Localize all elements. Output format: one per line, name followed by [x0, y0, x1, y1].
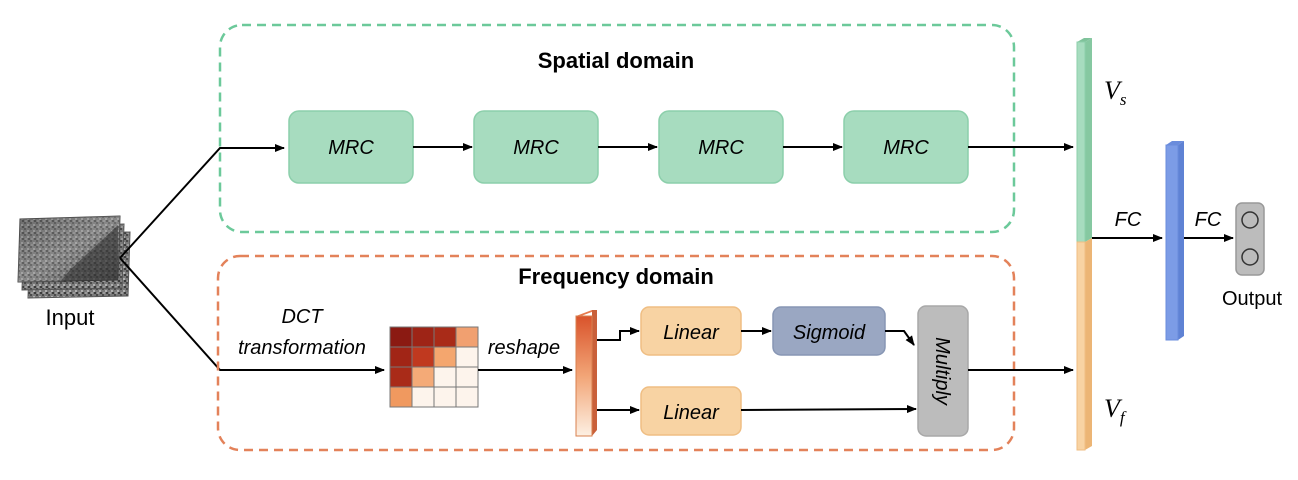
- linear-bottom-label: Linear: [663, 402, 720, 424]
- mrc-label-1: MRC: [328, 137, 374, 159]
- output-label: Output: [1222, 288, 1282, 310]
- input-branch-lines: [119, 144, 385, 374]
- dct-label-line1: DCT: [281, 306, 324, 328]
- dct-matrix: [389, 326, 479, 408]
- output-node: [1235, 202, 1265, 276]
- mrc-label-4: MRC: [883, 137, 929, 159]
- mrc-block-2: MRC: [473, 110, 599, 184]
- output-neuron-1: [1241, 211, 1259, 229]
- vs-base: V: [1104, 76, 1123, 105]
- reshaped-vector: [575, 310, 597, 437]
- fc-label-1: FC: [1115, 209, 1142, 231]
- mrc-block-3: MRC: [658, 110, 784, 184]
- linear-block-bottom: Linear: [640, 386, 742, 436]
- linear-block-top: Linear: [640, 306, 742, 356]
- frequency-domain-title: Frequency domain: [518, 264, 714, 289]
- reshape-label: reshape: [488, 337, 560, 359]
- dct-label-line2: transformation: [238, 337, 366, 359]
- mrc-block-4: MRC: [843, 110, 969, 184]
- sigmoid-block: Sigmoid: [772, 306, 886, 356]
- linear-top-label: Linear: [663, 322, 720, 344]
- spatial-domain-box: [218, 23, 1016, 234]
- multiply-label: Multiply: [931, 337, 953, 406]
- fc-label-2: FC: [1195, 209, 1222, 231]
- feature-column: [1076, 38, 1092, 451]
- input-image-stack: [17, 215, 131, 299]
- mrc-block-1: MRC: [288, 110, 414, 184]
- sigmoid-label: Sigmoid: [793, 322, 866, 344]
- vector-to-linear-arrows: [597, 327, 640, 414]
- input-label: Input: [46, 305, 95, 330]
- multiply-block: Multiply: [917, 305, 969, 437]
- mrc-label-2: MRC: [513, 137, 559, 159]
- fc-bar: [1165, 141, 1184, 341]
- vs-sub: s: [1120, 90, 1127, 109]
- vs-label: Vs: [1104, 76, 1127, 109]
- vf-sub: f: [1120, 408, 1127, 427]
- output-neuron-2: [1241, 248, 1259, 266]
- frequency-domain-box: [216, 254, 1016, 452]
- vf-base: V: [1104, 394, 1123, 423]
- frequency-arrows: [740, 327, 1074, 414]
- vf-label: Vf: [1104, 394, 1127, 427]
- mrc-label-3: MRC: [698, 137, 744, 159]
- spatial-domain-title: Spatial domain: [538, 48, 694, 73]
